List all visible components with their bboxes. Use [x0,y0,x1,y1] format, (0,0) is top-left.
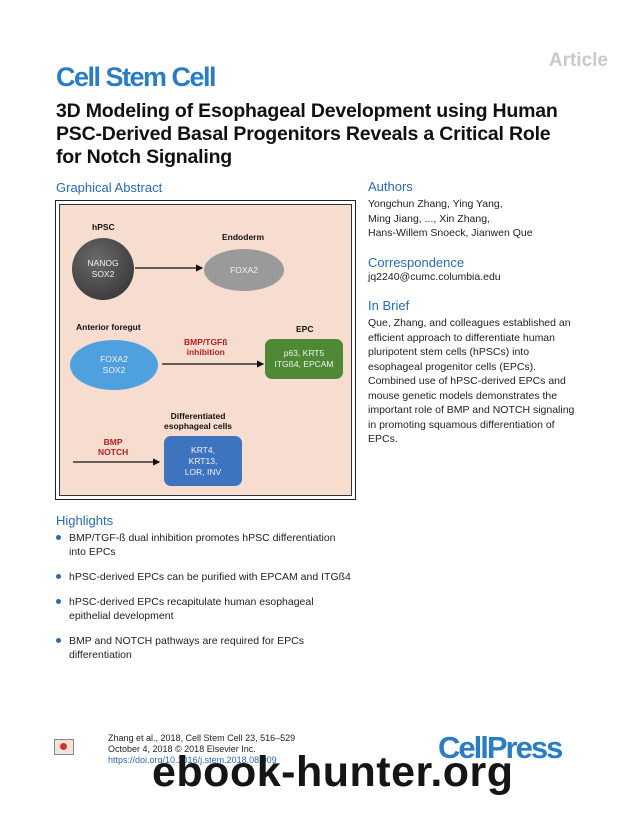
highlight-text: hPSC-derived EPCs can be purified with E… [69,571,351,583]
highlight-text: BMP and NOTCH pathways are required for … [69,635,304,661]
highlight-text: hPSC-derived EPCs recapitulate human eso… [69,596,314,622]
watermark-text: ebook-hunter.org [152,748,514,796]
crossmark-icon[interactable] [54,739,74,755]
correspondence-email[interactable]: jq2240@cumc.columbia.edu [368,271,501,283]
cellpress-logo[interactable]: CellPress [438,730,563,765]
authors-line: Ming Jiang, ..., Xin Zhang, [368,212,490,225]
hpsc-label: hPSC [92,222,115,232]
inhibition-text: inhibition [186,347,225,357]
correspondence-heading: Correspondence [368,255,465,270]
authors-heading: Authors [368,179,413,194]
bmp-notch-label: BMP NOTCH [98,437,128,457]
hpsc-marker: SOX2 [91,269,115,279]
bullet-icon [56,535,61,540]
epc-marker: ITGß4, EPCAM [274,359,334,369]
hpsc-node: NANOG SOX2 [72,238,134,300]
foregut-node: FOXA2 SOX2 [70,340,158,390]
bullet-icon [56,599,61,604]
bmp-text: BMP [103,437,123,447]
bullet-icon [56,574,61,579]
authors-list: Yongchun Zhang, Ying Yang, Ming Jiang, .… [368,197,598,241]
notch-text: NOTCH [98,447,129,457]
epc-label: EPC [296,324,314,334]
endoderm-label: Endoderm [222,232,265,242]
highlight-text: BMP/TGF-ß dual inhibition promotes hPSC … [69,532,336,558]
foregut-marker: SOX2 [102,365,126,375]
citation-block: Zhang et al., 2018, Cell Stem Cell 23, 5… [108,733,295,766]
differentiated-text: Differentiated [170,411,226,421]
authors-line: Hans-Willem Snoeck, Jianwen Que [368,227,533,239]
graphical-abstract-panel: hPSC NANOG SOX2 Endoderm FOXA2 Anterior … [59,204,352,496]
citation-text: Zhang et al., 2018, Cell Stem Cell 23, 5… [108,733,296,743]
differentiated-node: KRT4, KRT13, LOR, INV [164,436,242,486]
diff-marker: KRT13, [188,455,218,466]
diff-marker: LOR, INV [184,466,222,477]
epc-marker: p63, KRT5 [283,348,325,358]
graphical-abstract-heading: Graphical Abstract [56,180,163,195]
journal-logo[interactable]: Cell Stem Cell [56,62,217,92]
anterior-foregut-label: Anterior foregut [76,322,141,332]
publication-date: October 4, 2018 © 2018 Elsevier Inc. [108,744,256,754]
in-brief-text: Que, Zhang, and colleagues established a… [368,317,575,445]
paper-title: 3D Modeling of Esophageal Development us… [56,100,558,168]
esophageal-cells-text: esophageal cells [164,421,233,431]
in-brief-heading: In Brief [368,298,410,313]
endoderm-marker: FOXA2 [230,264,258,275]
ga-arrows [73,264,265,466]
highlights-heading: Highlights [56,513,114,528]
endoderm-node: FOXA2 [204,249,284,291]
differentiated-label: Differentiated esophageal cells [164,411,232,431]
bmp-tgf-text: BMP/TGFß [184,337,228,347]
bullet-icon [56,638,61,643]
doi-link[interactable]: https://doi.org/10.1016/j.stem.2018.08.0… [108,755,277,765]
bmp-tgf-inhibition-label: BMP/TGFß inhibition [184,337,227,357]
epc-node: p63, KRT5 ITGß4, EPCAM [265,339,343,379]
article-label: Article [548,50,608,71]
graphical-abstract: hPSC NANOG SOX2 Endoderm FOXA2 Anterior … [55,200,356,500]
foregut-marker: FOXA2 [100,354,128,364]
diff-marker: KRT4, [191,444,215,455]
hpsc-marker: NANOG [87,258,119,268]
authors-line: Yongchun Zhang, Ying Yang, [368,198,503,210]
